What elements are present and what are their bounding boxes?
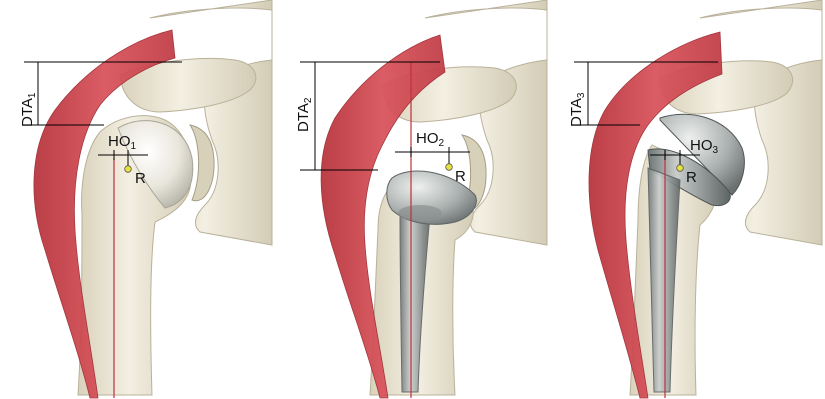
dta-label: DTA3 [568, 92, 587, 127]
implant-neck [398, 205, 442, 221]
rotation-center-dot [677, 165, 684, 172]
r-label: R [686, 169, 697, 186]
r-label: R [455, 168, 466, 185]
dta-label: DTA1 [19, 92, 38, 127]
rotation-center-dot [125, 166, 132, 173]
panel-anatomic: DTA1 HO1 R [19, 0, 272, 398]
panel-reverse: DTA3 HO3 R [568, 0, 822, 398]
ho-label: HO2 [416, 130, 445, 149]
dta-label: DTA2 [295, 97, 314, 132]
rotation-center-dot [446, 164, 453, 171]
r-label: R [135, 170, 146, 187]
panel-hemiarthroplasty: DTA2 HO2 R [295, 0, 547, 398]
